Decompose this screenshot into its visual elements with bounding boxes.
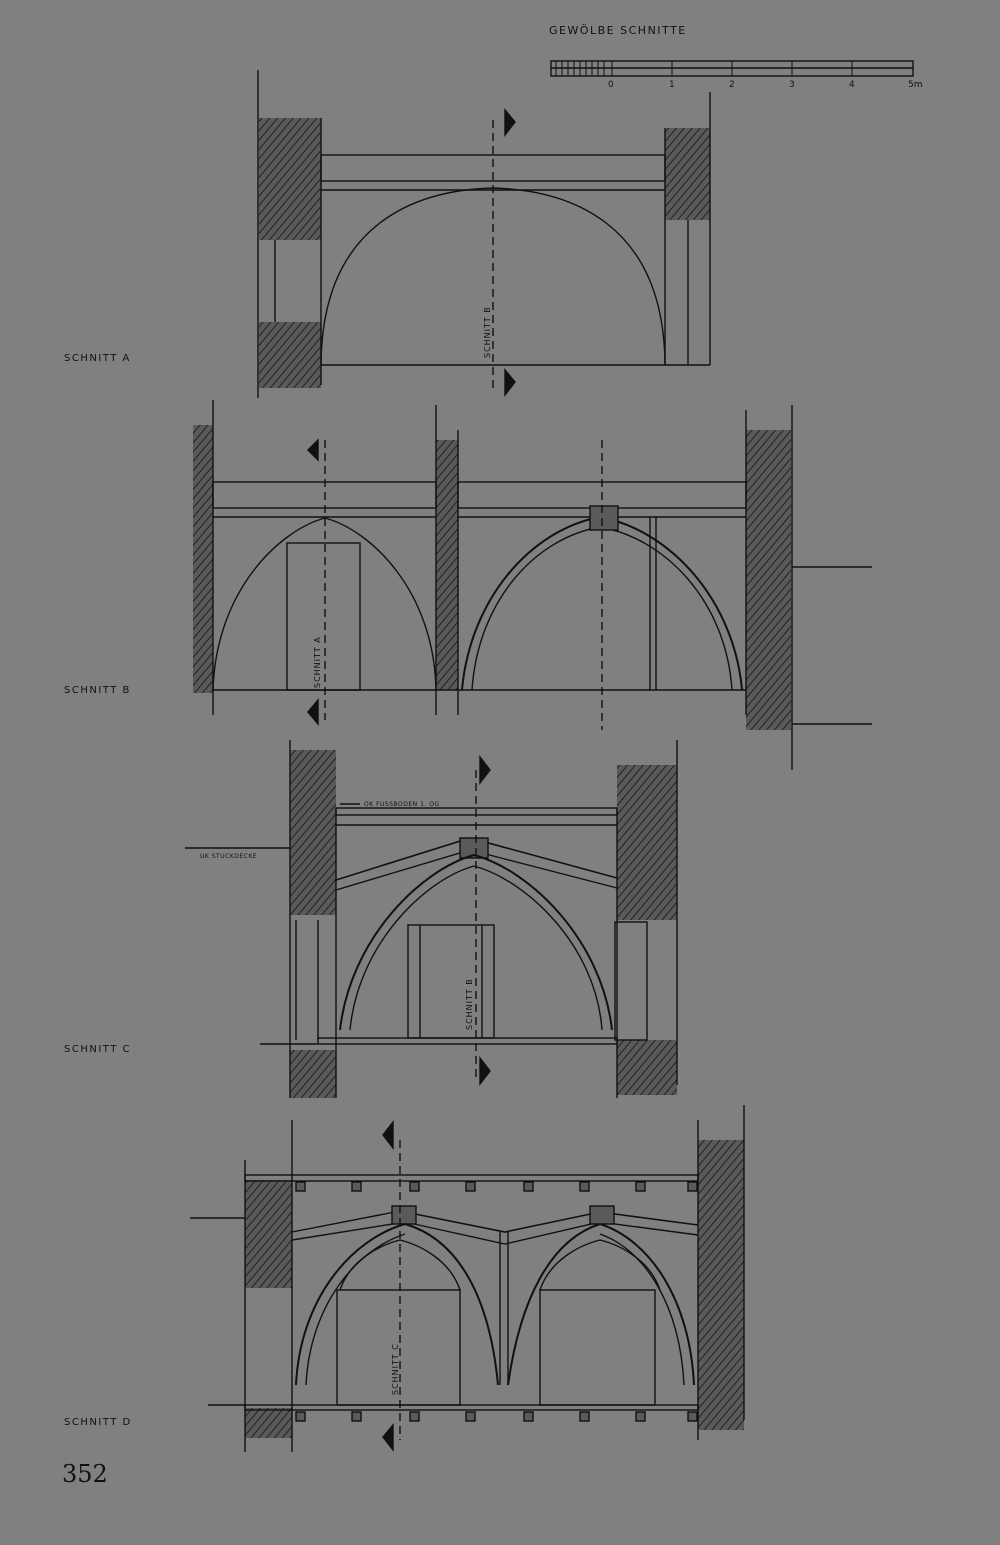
section-a-label: SCHNITT A — [64, 353, 131, 364]
cut-marker-label-d: SCHNITT C — [391, 1343, 400, 1395]
cut-marker-label-b: SCHNITT A — [313, 636, 322, 688]
page-number: 352 — [62, 1460, 108, 1488]
scale-tick-1: 1 — [669, 80, 675, 90]
section-c-drawing — [185, 740, 678, 1098]
annotation-ceiling-level: UK STUCKDECKE — [200, 853, 257, 860]
section-b-label: SCHNITT B — [64, 685, 131, 696]
scale-tick-0: 0 — [608, 80, 614, 90]
section-b-drawing — [193, 400, 872, 770]
section-d-drawing — [190, 1105, 745, 1453]
scale-bar — [550, 60, 914, 77]
scale-title: GEWÖLBE SCHNITTE — [549, 24, 687, 37]
section-d-label: SCHNITT D — [64, 1417, 132, 1428]
scale-tick-5: 5m — [908, 80, 923, 90]
section-c-label: SCHNITT C — [64, 1044, 131, 1055]
scale-tick-4: 4 — [849, 80, 855, 90]
scale-tick-3: 3 — [789, 80, 795, 90]
annotation-floor-level: OK FUSSBODEN 1. OG — [364, 801, 440, 808]
cut-marker-label-a: SCHNITT B — [483, 306, 492, 358]
cut-marker-label-c: SCHNITT B — [465, 978, 474, 1030]
section-a-drawing — [257, 70, 711, 398]
scale-tick-2: 2 — [729, 80, 735, 90]
